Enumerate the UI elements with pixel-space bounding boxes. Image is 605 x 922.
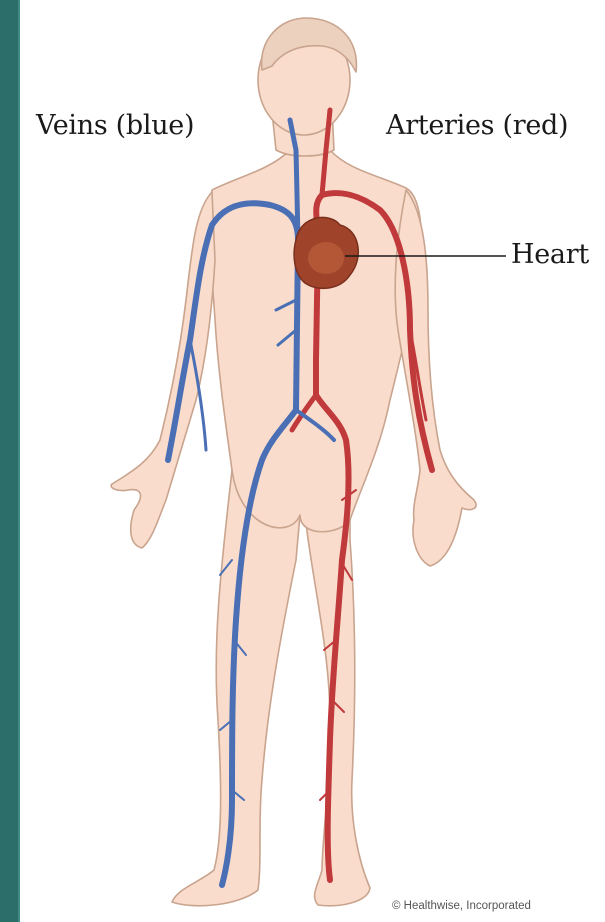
arteries-label: Arteries (red) xyxy=(386,110,568,141)
right-arm-figure-left xyxy=(111,192,215,548)
right-leg xyxy=(305,470,370,906)
heart-label: Heart xyxy=(511,239,589,270)
left-arm-figure-right xyxy=(395,190,476,566)
copyright-credit: © Healthwise, Incorporated xyxy=(392,900,531,912)
veins-label: Veins (blue) xyxy=(36,110,194,141)
